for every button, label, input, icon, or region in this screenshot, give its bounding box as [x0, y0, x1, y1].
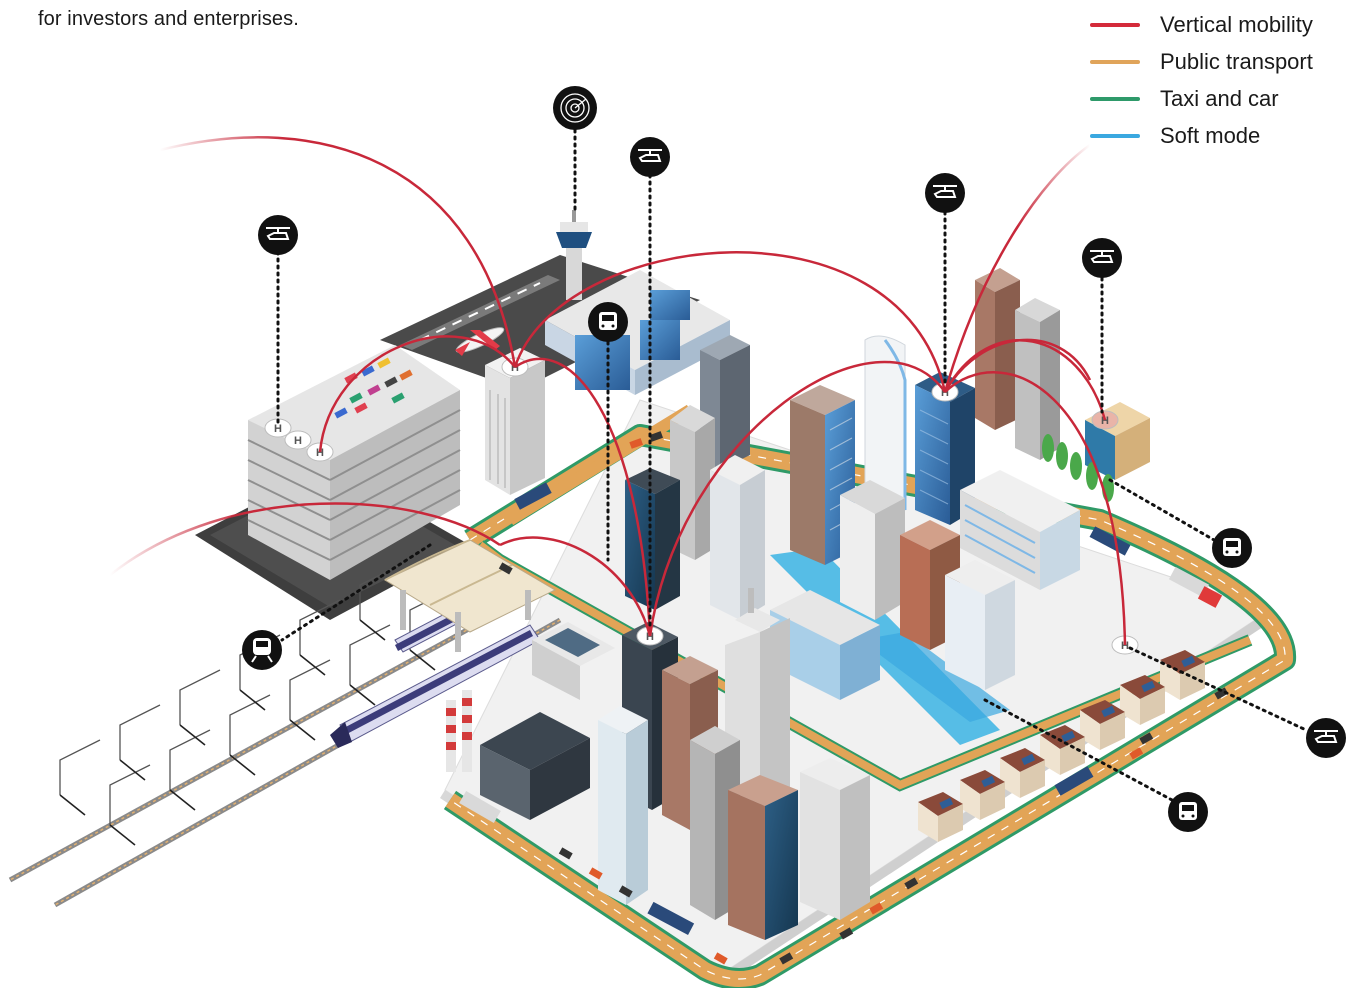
drone-taxi-icon: [1090, 250, 1114, 263]
svg-text:H: H: [646, 631, 654, 643]
marker-drone-4[interactable]: [1082, 238, 1122, 278]
bus-icon: [1179, 802, 1197, 820]
svg-text:H: H: [511, 362, 519, 374]
radar-icon: [560, 93, 590, 123]
legend-item-public-transport: Public transport: [1090, 43, 1340, 80]
marker-bus-1[interactable]: [588, 302, 628, 342]
canal: [770, 548, 1010, 745]
houses: [918, 650, 1205, 842]
legend-label: Public transport: [1160, 48, 1313, 74]
svg-text:H: H: [294, 435, 302, 447]
svg-text:H: H: [1101, 415, 1109, 427]
train-station: [383, 539, 557, 652]
vehicles: [459, 431, 1229, 965]
legend-item-vertical-mobility: Vertical mobility: [1090, 6, 1340, 43]
drone-taxi-icon: [638, 149, 662, 162]
marker-bus-2[interactable]: [1212, 528, 1252, 568]
helipads: H H H H H H H H: [264, 357, 1139, 655]
marker-train[interactable]: [242, 630, 282, 670]
legend-swatch: [1090, 59, 1140, 64]
svg-text:H: H: [316, 447, 324, 459]
train-lower: [330, 624, 541, 748]
drone-taxi-icon: [933, 185, 957, 198]
legend-swatch: [1090, 133, 1140, 138]
buildings: [485, 268, 1150, 940]
caption-text: for investors and enterprises.: [38, 8, 299, 30]
marker-radar[interactable]: [553, 86, 597, 130]
control-tower: [556, 210, 592, 300]
airplane: [455, 327, 505, 356]
marker-drone-3[interactable]: [925, 173, 965, 213]
train-icon: [251, 638, 273, 663]
legend-label: Soft mode: [1160, 122, 1261, 148]
airport-terminal: [545, 270, 730, 395]
legend-item-taxi-and-car: Taxi and car: [1090, 80, 1340, 117]
legend-item-soft-mode: Soft mode: [1090, 117, 1340, 154]
svg-text:H: H: [274, 423, 282, 435]
bus-icon: [599, 312, 617, 330]
legend-label: Vertical mobility: [1160, 11, 1313, 37]
leader-lines: [276, 128, 1308, 802]
drone-taxi-icon: [1314, 730, 1338, 743]
marker-bus-3[interactable]: [1168, 792, 1208, 832]
legend-label: Taxi and car: [1160, 85, 1279, 111]
marker-drone-2[interactable]: [630, 137, 670, 177]
factory: [446, 622, 615, 820]
legend: Vertical mobility Public transport Taxi …: [1090, 6, 1340, 154]
svg-text:H: H: [1121, 640, 1129, 652]
bus-icon: [1223, 538, 1241, 556]
marker-drone-5[interactable]: [1306, 718, 1346, 758]
marker-drone-1[interactable]: [258, 215, 298, 255]
air-routes: [109, 136, 1127, 646]
legend-swatch: [1090, 22, 1140, 27]
drone-taxi-icon: [266, 227, 290, 240]
legend-swatch: [1090, 96, 1140, 101]
svg-text:H: H: [941, 387, 949, 399]
